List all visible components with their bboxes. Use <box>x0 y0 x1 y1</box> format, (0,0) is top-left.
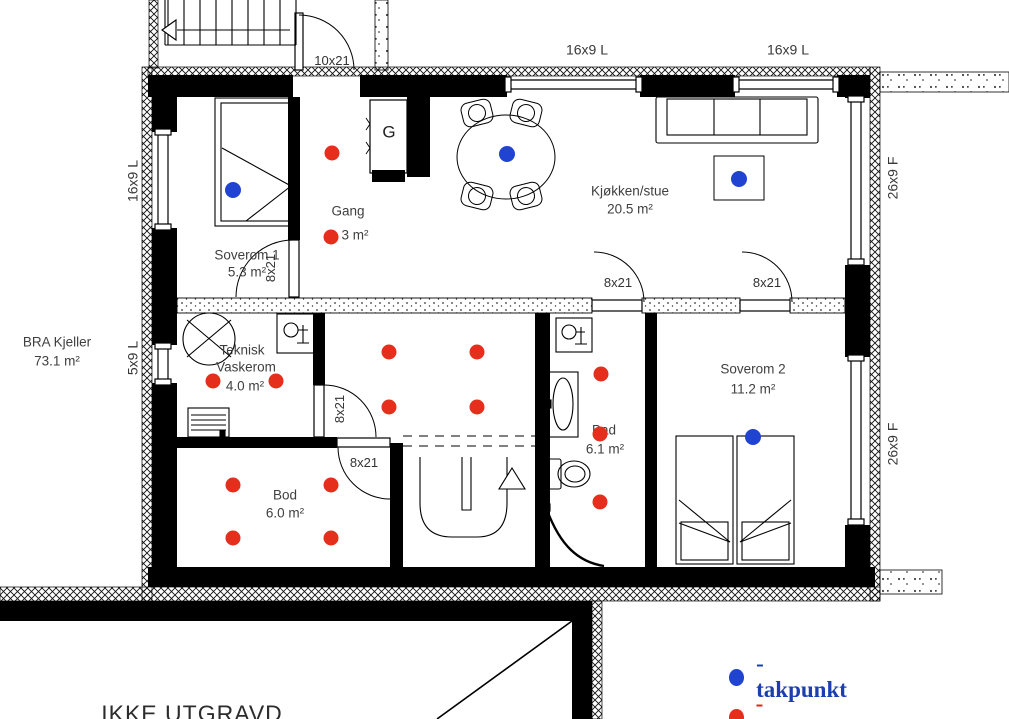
table-square <box>713 155 765 201</box>
spotlys-dot <box>469 399 485 415</box>
spotlys-dot <box>324 145 340 161</box>
room-label-soverom2: Soverom 2 <box>720 361 786 377</box>
spotlys-dot <box>381 399 397 415</box>
staircase <box>161 0 297 46</box>
room-area-soverom1: 5.3 m² <box>227 264 267 280</box>
takpunkt-dot <box>731 171 747 187</box>
takpunkt-dot <box>225 182 241 198</box>
room-area-kjokken: 20.5 m² <box>607 201 653 217</box>
shower-area <box>403 435 535 538</box>
room-area-teknisk: 4.0 m² <box>225 378 265 394</box>
spotlys-dot <box>225 530 241 546</box>
room-area-bod: 6.0 m² <box>265 505 305 521</box>
room-area-gang: 3 m² <box>341 227 369 243</box>
walls <box>0 75 875 719</box>
spotlys-dot <box>323 229 339 245</box>
room-area-soverom2: 11.2 m² <box>730 381 776 397</box>
room-label-bod: Bod <box>272 487 298 503</box>
windows <box>154 76 865 526</box>
bra-area: 73.1 m² <box>34 353 80 369</box>
room-label-gang: Gang <box>331 203 365 219</box>
window-label-top1: 16x9 L <box>565 41 609 58</box>
spotlys-dot <box>323 477 339 493</box>
wardrobe-label: G <box>382 122 396 142</box>
sofa <box>655 96 819 144</box>
legend-takpunkt: - takpunkt <box>729 651 849 703</box>
door-label-bad: 8x21 <box>603 274 633 290</box>
spotlys-dot <box>205 373 221 389</box>
door-label-teknisk: 8x21 <box>331 394 347 424</box>
door-label-soverom1: 8x21 <box>262 253 278 283</box>
door-label-entry: 10x21 <box>314 52 350 68</box>
spotlys-legend-label: - spotlys <box>755 691 824 719</box>
dining-set <box>456 98 556 211</box>
room-label-soverom1: Soverom 1 <box>214 247 280 263</box>
takpunkt-legend-label: - takpunkt <box>756 651 847 702</box>
spotlys-dot <box>592 494 608 510</box>
wardrobe <box>365 99 408 182</box>
window-label-left-upper: 16x9 L <box>124 159 141 203</box>
spotlys-dot <box>593 366 609 382</box>
bed-soverom1 <box>214 97 299 227</box>
bra-label: BRA Kjeller <box>22 334 92 350</box>
room-label-teknisk-2: Vaskerom <box>216 359 276 375</box>
takpunkt-dot <box>499 146 515 162</box>
unexcavated-note: IKKE UTGRAVD <box>101 700 283 719</box>
door-label-soverom2: 8x21 <box>752 274 782 290</box>
window-label-top2: 16x9 L <box>766 41 810 58</box>
spotlys-dot <box>381 344 397 360</box>
window-label-right-upper: 26x9 F <box>884 156 901 200</box>
room-area-bad: 6.1 m² <box>585 441 625 457</box>
partition-walls <box>176 297 846 314</box>
bad-fixtures <box>542 317 605 568</box>
spotlys-dot <box>225 477 241 493</box>
teknisk-fixtures <box>182 312 318 438</box>
spotlys-dot <box>592 426 608 442</box>
room-label-teknisk-1: Teknisk <box>219 342 265 358</box>
concrete-bands <box>374 0 1009 595</box>
spotlys-dot <box>323 530 339 546</box>
window-label-left-lower: 5x9 L <box>124 340 141 376</box>
window-label-right-lower: 26x9 F <box>884 422 901 466</box>
door-label-bod: 8x21 <box>349 454 379 470</box>
takpunkt-dot <box>745 429 761 445</box>
spotlys-dot <box>469 344 485 360</box>
legend-spotlys: - spotlys <box>729 691 826 719</box>
spotlys-dot <box>268 373 284 389</box>
insulation-hatch <box>0 0 881 719</box>
bed-soverom2 <box>675 435 795 565</box>
spotlys-legend-dot <box>729 708 744 719</box>
unexcavated-boundary <box>436 620 573 719</box>
doors <box>235 12 793 500</box>
takpunkt-legend-dot <box>729 668 745 686</box>
room-label-kjokken: Kjøkken/stue <box>590 183 670 199</box>
